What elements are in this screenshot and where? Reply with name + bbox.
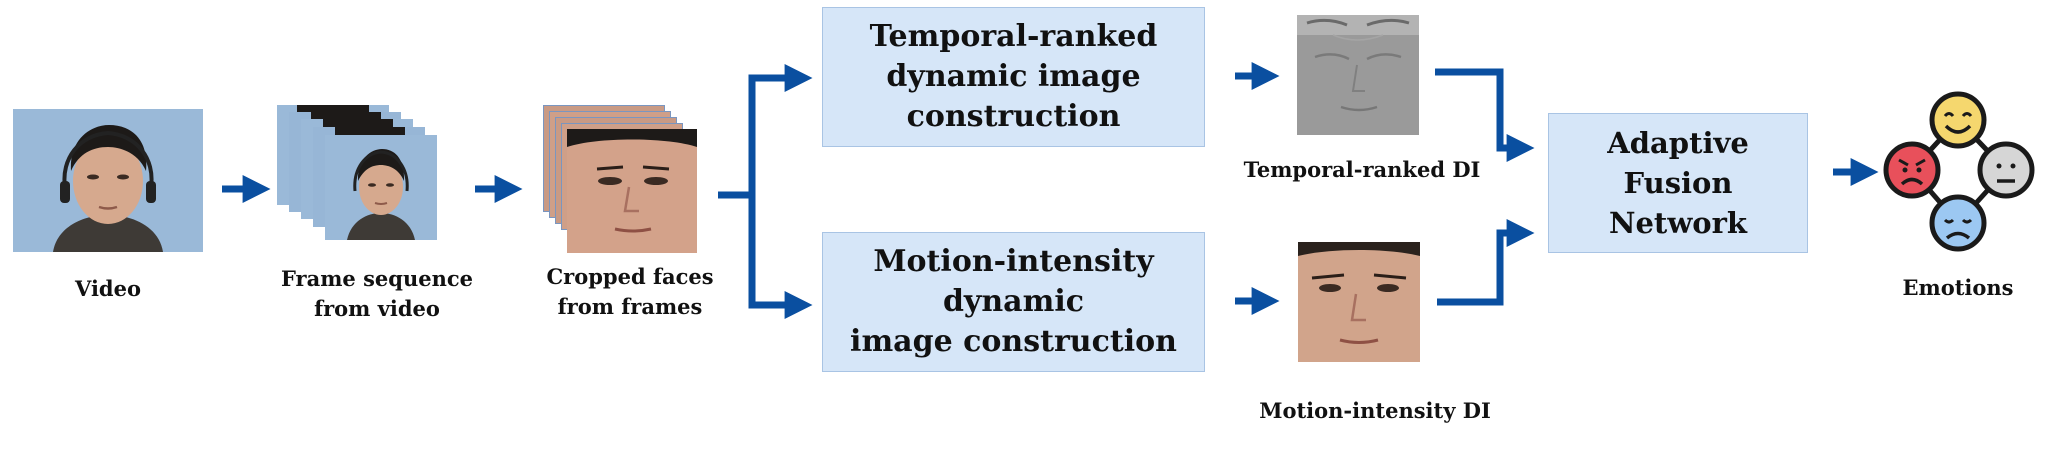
emotions-diagram [1883, 91, 2035, 252]
neutral-face-icon [1977, 141, 2035, 199]
temporal-di-image [1297, 15, 1419, 135]
emotions-label: Emotions [1902, 275, 2014, 300]
arrow-split-to-motion [748, 195, 813, 319]
motion-box-line2: image construction [850, 324, 1177, 359]
frame-sequence-line2: from video [314, 296, 440, 321]
adaptive-fusion-box: Adaptive Fusion Network [1548, 113, 1808, 253]
sad-face-icon [1929, 194, 1987, 252]
motion-di-image [1298, 242, 1420, 362]
arrow-motion-di-to-fusion [1437, 219, 1535, 306]
cropped-faces-stack [543, 105, 703, 255]
arrow-temporal-di-to-fusion [1435, 68, 1535, 162]
motion-box-line1: Motion-intensity dynamic [873, 244, 1154, 319]
frame-sequence-label: Frame sequence from video [277, 264, 477, 324]
temporal-box-line3: construction [906, 99, 1121, 134]
angry-face-icon [1883, 141, 1941, 199]
video-thumbnail [13, 109, 203, 252]
happy-face-icon [1929, 91, 1987, 149]
cropped-faces-label: Cropped faces from frames [540, 262, 720, 322]
motion-di-label: Motion-intensity DI [1259, 398, 1491, 423]
frame-front [325, 135, 437, 240]
frame-sequence-line1: Frame sequence [280, 266, 473, 291]
arrow-split-to-temporal [718, 64, 813, 199]
fusion-box-line1: Adaptive Fusion [1607, 126, 1749, 200]
fusion-box-line2: Network [1608, 206, 1748, 240]
cropped-faces-line2: from frames [557, 294, 703, 319]
temporal-di-label: Temporal-ranked DI [1243, 157, 1481, 182]
temporal-ranked-box: Temporal-ranked dynamic image constructi… [822, 7, 1205, 147]
frame-sequence-stack [277, 105, 457, 245]
crop-front [567, 129, 697, 253]
cropped-faces-line1: Cropped faces [546, 264, 714, 289]
motion-intensity-box: Motion-intensity dynamic image construct… [822, 232, 1205, 372]
temporal-box-line2: dynamic image [886, 59, 1141, 94]
temporal-box-line1: Temporal-ranked [869, 19, 1158, 54]
video-label: Video [75, 276, 141, 301]
